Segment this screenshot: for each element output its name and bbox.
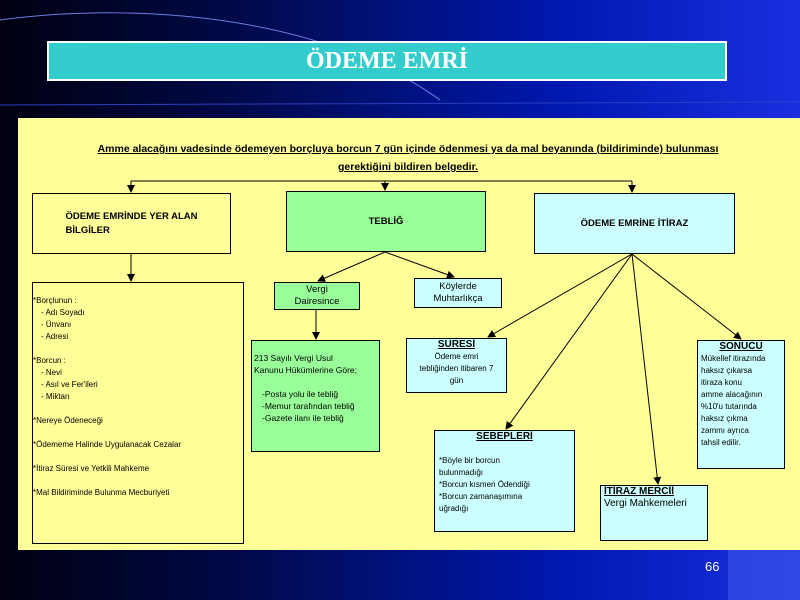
box-sonucu: SONUCU Mükellef itirazında haksız çıkars…	[697, 340, 785, 469]
vuk-line: -Posta yolu ile tebliğ	[262, 389, 339, 399]
sonuc-line: amme alacağının	[701, 390, 763, 399]
arrow-teblig-to-vergi	[317, 251, 386, 282]
sebep-line: uğradığı	[439, 504, 469, 513]
arrow-teblig-to-koy	[384, 251, 455, 279]
sure-heading: SÜRESİ	[437, 339, 476, 350]
box-itiraz-mercii: İTİRAZ MERCİİ Vergi Mahkemeleri	[600, 485, 708, 541]
sonuc-line: haksız çıkma	[701, 414, 748, 423]
sebep-line	[439, 443, 570, 455]
sebep-line: *Borcun zamanaşımına	[439, 492, 523, 501]
sonuc-heading: SONUCU	[719, 341, 763, 352]
sure-line: Ödeme emri	[434, 352, 479, 361]
detail-line: - Adresi	[41, 332, 69, 341]
arrow-itiraz-to-sure	[487, 253, 633, 338]
sure-line: gün	[449, 376, 464, 385]
box-teblig: TEBLİĞ	[286, 191, 486, 252]
detail-line: - Adı Soyadı	[41, 308, 85, 317]
sure-line: tebliğinden itibaren 7	[419, 364, 494, 373]
detail-line: *Nereye Ödeneceği	[33, 416, 103, 425]
detail-line: - Ünvanı	[41, 320, 72, 329]
definition-line-2: gerektiğini bildiren belgedir.	[337, 161, 479, 173]
arrow-itiraz-to-sebep	[505, 253, 633, 430]
box-koy-muhtarlik: Köylerde Muhtarlıkça	[414, 278, 502, 308]
sebep-line: *Borcun kısmen Ödendiği	[439, 480, 530, 489]
detail-line: - Miktarı	[41, 392, 70, 401]
box-suresi: SÜRESİ Ödeme emri tebliğinden itibaren 7…	[406, 338, 507, 393]
page-number: 66	[705, 559, 720, 574]
sonuc-line: haksız çıkarsa	[701, 366, 753, 375]
sebep-line: *Böyle bir borcun	[439, 456, 500, 465]
box-itiraz: ÖDEME EMRİNE İTİRAZ	[534, 193, 735, 254]
detail-line: - Nevi	[41, 368, 62, 377]
box-vergi-dairesi: Vergi Dairesince	[274, 282, 360, 310]
detail-line	[33, 475, 243, 487]
info-title-line-2: BİLGİLER	[65, 224, 110, 236]
detail-line: *Ödememe Halinde Uygulanacak Cezalar	[33, 440, 182, 449]
diagram-panel: Amme alacağını vadesinde ödemeyen borçlu…	[18, 118, 800, 550]
detail-line: *İtiraz Süresi ve Yetkili Mahkeme	[33, 464, 150, 473]
sonuc-line: tahsil edilir.	[701, 438, 741, 447]
koy-line-1: Köylerde	[439, 281, 477, 292]
arrow-itiraz-to-sonuc	[631, 253, 742, 340]
vuk-line	[254, 376, 377, 388]
sonuc-line: itiraza konu	[701, 378, 742, 387]
sonuc-line: %10'u tutarında	[701, 402, 757, 411]
vuk-line: -Memur tarafından tebliğ	[262, 401, 355, 411]
vuk-line: 213 Sayılı Vergi Usul	[254, 353, 333, 363]
vergi-line-2: Dairesince	[294, 296, 340, 307]
merci-line: Vergi Mahkemeleri	[604, 498, 687, 509]
vuk-line: Kanunu Hükümlerine Göre;	[254, 365, 358, 375]
detail-line	[33, 451, 243, 463]
definition-text: Amme alacağını vadesinde ödemeyen borçlu…	[28, 140, 788, 176]
detail-line: *Borcun :	[33, 356, 66, 365]
definition-line-1: Amme alacağını vadesinde ödemeyen borçlu…	[97, 143, 719, 155]
connector-arrows	[127, 180, 742, 485]
vergi-line-1: Vergi	[306, 284, 328, 295]
sonuc-line: zammı ayrıca	[701, 426, 750, 435]
box-info-fields: ÖDEME EMRİNDE YER ALAN BİLGİLER	[32, 193, 231, 254]
detail-line	[33, 427, 243, 439]
slide-title: ÖDEME EMRİ	[47, 41, 727, 81]
box-213-vuk: 213 Sayılı Vergi Usul Kanunu Hükümlerine…	[251, 340, 380, 452]
info-title-line-1: ÖDEME EMRİNDE YER ALAN	[65, 210, 198, 222]
detail-line	[33, 343, 243, 355]
koy-line-2: Muhtarlıkça	[433, 293, 483, 304]
sebep-line: bulunmadığı	[439, 468, 484, 477]
detail-line: *Borçlunun :	[33, 296, 77, 305]
sonuc-line: Mükellef itirazında	[701, 354, 766, 363]
sebep-heading: SEBEPLERİ	[476, 431, 533, 442]
detail-line: *Mal Bildiriminde Bulunma Mecburiyeti	[33, 488, 170, 497]
merci-heading: İTİRAZ MERCİİ	[604, 486, 674, 497]
vuk-line: -Gazete ilanı ile tebliğ	[262, 413, 344, 423]
arrow-itiraz-to-merci	[631, 253, 662, 485]
detail-line	[33, 403, 243, 415]
box-sebepleri: SEBEPLERİ *Böyle bir borcun bulunmadığı …	[434, 430, 575, 532]
detail-line: - Asıl ve Fer'ileri	[41, 380, 98, 389]
box-info-details: *Borçlunun : - Adı Soyadı - Ünvanı - Adr…	[32, 282, 244, 544]
